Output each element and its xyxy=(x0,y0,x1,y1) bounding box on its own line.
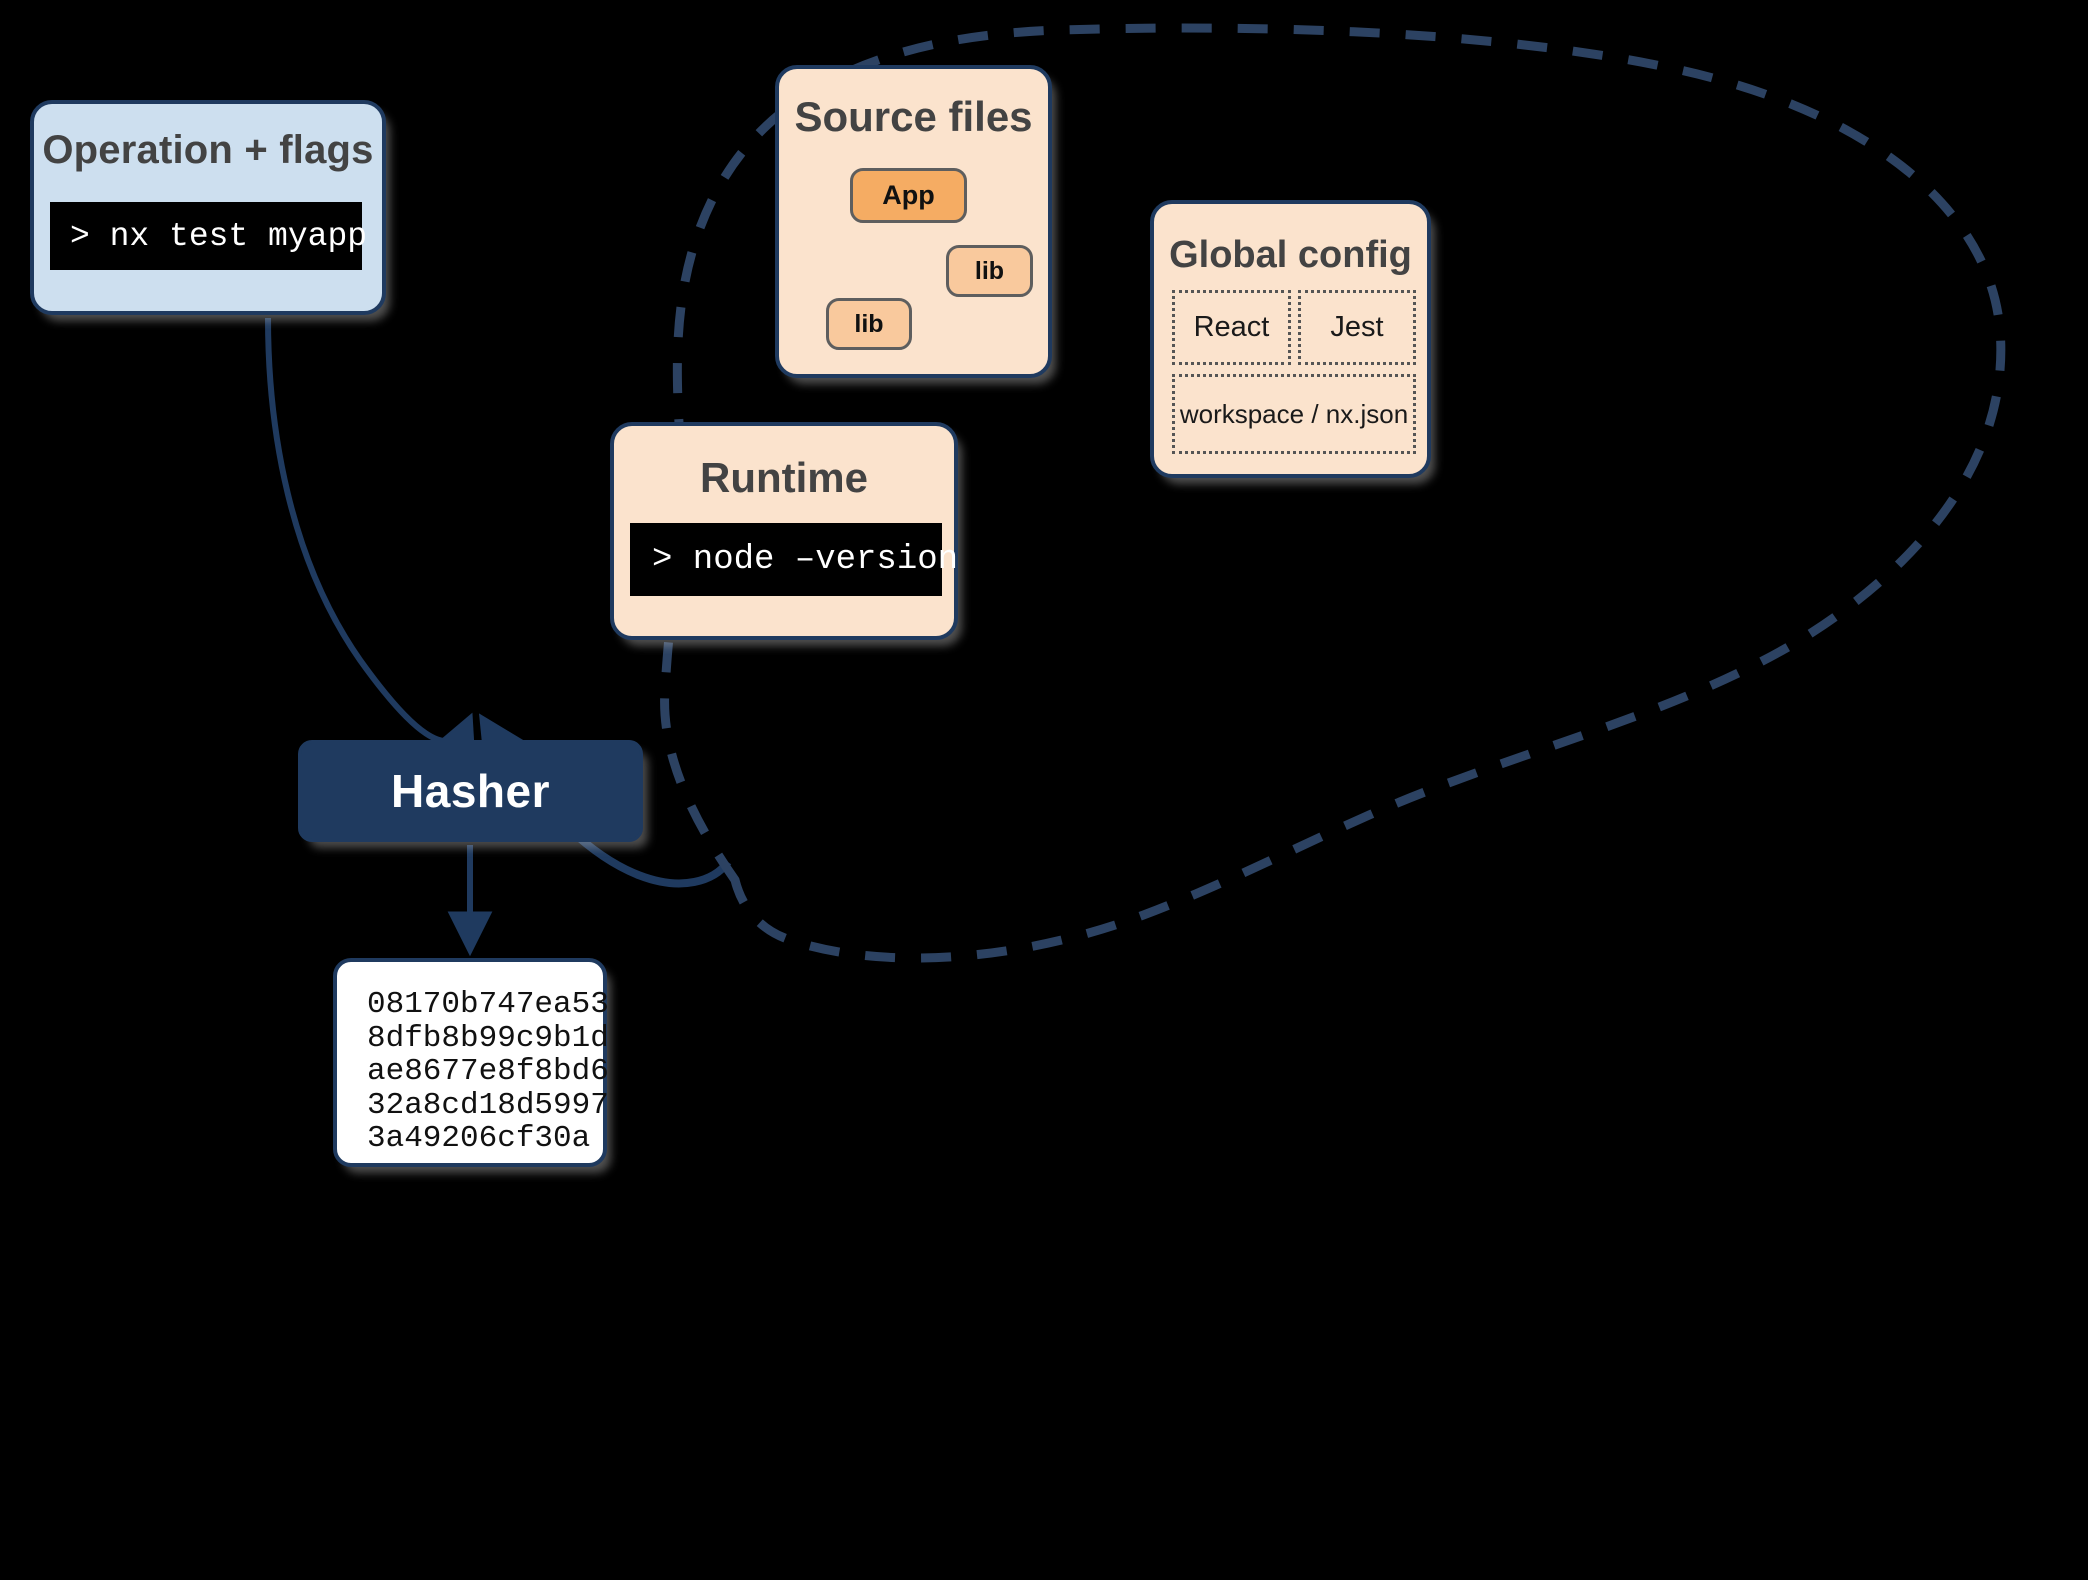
hasher-label: Hasher xyxy=(391,765,550,817)
operation-flags-card: Operation + flags > nx test myapp xyxy=(30,100,386,315)
runtime-terminal: > node –version xyxy=(630,523,958,596)
global-config-card: Global config xyxy=(1150,200,1431,478)
dashed-boundary-path xyxy=(660,23,2006,963)
graph-node-lib-right: lib xyxy=(946,245,1033,297)
config-cell-workspace: workspace / nx.json xyxy=(1172,374,1416,454)
hasher-card: Hasher xyxy=(298,740,643,842)
hash-output-card: 08170b747ea53 8dfb8b99c9b1d ae8677e8f8bd… xyxy=(333,958,609,1167)
edge-operation-to-hasher xyxy=(265,317,476,763)
runtime-title: Runtime xyxy=(700,454,868,501)
operation-terminal: > nx test myapp xyxy=(50,202,367,270)
source-files-title: Source files xyxy=(794,93,1033,140)
runtime-command-text: > node –version xyxy=(652,540,959,579)
hash-output-text: 08170b747ea53 8dfb8b99c9b1d ae8677e8f8bd… xyxy=(367,987,609,1156)
graph-node-lib-left: lib xyxy=(826,298,912,350)
config-cell-react: React xyxy=(1172,290,1291,365)
graph-node-app: App xyxy=(850,168,967,223)
config-cell-jest: Jest xyxy=(1298,290,1416,365)
runtime-card: Runtime > node –version xyxy=(610,422,958,640)
operation-flags-title: Operation + flags xyxy=(42,128,374,172)
global-config-title: Global config xyxy=(1169,234,1412,276)
operation-command-text: > nx test myapp xyxy=(70,217,368,255)
